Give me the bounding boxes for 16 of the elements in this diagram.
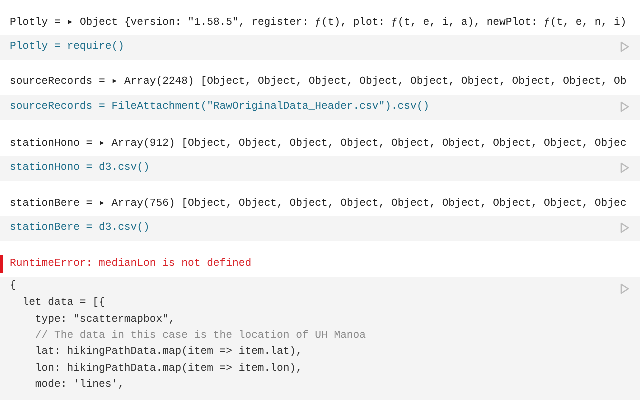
cell-output: stationHono = ▸ Array(912) [Object, Object, Object, Object, Object, Object, Object, Object, Objec bbox=[10, 137, 627, 151]
code-line: stationHono = d3.csv() bbox=[10, 161, 150, 175]
code-line: lon: hikingPathData.map(item => item.lon), bbox=[34, 362, 302, 376]
code-comment: // The data in this case is the location of UH Manoa bbox=[34, 329, 366, 343]
error-message: RuntimeError: medianLon is not defined bbox=[10, 257, 252, 271]
code-line: sourceRecords = FileAttachment("RawOriginalData_Header.csv").csv() bbox=[10, 100, 430, 114]
code-line: lat: hikingPathData.map(item => item.lat), bbox=[34, 345, 302, 359]
code-line: mode: 'lines', bbox=[34, 378, 124, 392]
code-line: let data = [{ bbox=[22, 296, 106, 310]
code-line: { bbox=[10, 279, 16, 293]
cell-output: Plotly = ▸ Object {version: "1.58.5", register: ƒ(t), plot: ƒ(t, e, i, a), newPlot: ƒ(t, e, n, i) bbox=[10, 16, 627, 30]
code-line: type: "scattermapbox", bbox=[34, 313, 176, 327]
code-line: stationBere = d3.csv() bbox=[10, 221, 150, 235]
cell-output: sourceRecords = ▸ Array(2248) [Object, Object, Object, Object, Object, Object, Object, Object, Ob bbox=[10, 75, 627, 89]
code-line: Plotly = require() bbox=[10, 40, 124, 54]
cell-output: stationBere = ▸ Array(756) [Object, Object, Object, Object, Object, Object, Object, Object, Objec bbox=[10, 197, 627, 211]
